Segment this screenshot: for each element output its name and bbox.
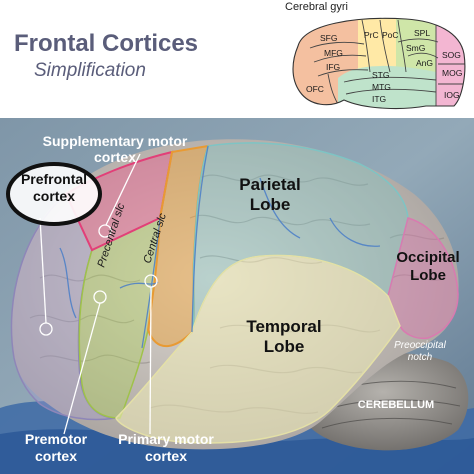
sulcus-lines [59,145,381,349]
premotor-leader [63,302,101,435]
gyrus-label: SPL [414,28,430,38]
gyrus-label: SmG [406,43,425,53]
gyrus-label: IFG [326,62,340,72]
gyrus-label: PrC [364,30,379,40]
gyrus-label: STG [372,70,389,80]
primary-motor-label-line: cortex [145,448,187,464]
supplementary-motor-label-line: cortex [94,149,136,165]
supplementary-motor-label-line: Supplementary motor [43,133,188,149]
gyrus-label: PoC [382,30,399,40]
parietal-gyri-region [396,18,441,74]
occipital-lobe-label-line: Occipital [396,249,459,266]
occipital-region [387,217,459,340]
gyrus-label: OFC [306,84,324,94]
temporal-gyri-region [338,65,436,109]
prefrontal-highlight-ellipse [6,162,102,226]
page-subtitle: Simplification [34,60,146,81]
primary-motor-label-line: Primary motor [118,431,214,447]
gyrus-label: MOG [442,68,462,78]
primary-leader [149,286,152,435]
gyrus-label: SOG [442,50,461,60]
temporal-lobe-label-line: Temporal [246,317,321,336]
supplementary-marker [98,224,112,238]
parietal-lobe-label-line: Parietal [239,175,300,194]
gyri-diagram: SFG MFG IFG PrC PoC SPL SmG AnG OFC STG … [292,17,466,110]
parietal-lobe-label-line: Lobe [250,195,291,214]
page-title: Frontal Cortices [14,30,199,57]
prefrontal-label-line: Prefrontal [21,171,87,187]
prefrontal-label-line: cortex [33,188,75,204]
gyri-diagram-title: Cerebral gyri [285,1,348,13]
supplementary-leader [105,153,141,226]
central-gyri-region [358,18,398,74]
gyrus-label: MTG [372,82,391,92]
gyrus-label: ITG [372,94,386,104]
premotor-label-line: cortex [35,448,77,464]
preoccipital-notch-label-line: notch [408,352,433,363]
temporal-region [115,254,401,444]
gyri-outline [292,17,466,110]
gyrus-label: SFG [320,33,337,43]
gyrus-label: AnG [416,58,433,68]
gyrus-label: IOG [444,90,460,100]
preoccipital-notch-label-line: Preoccipital [394,340,446,351]
temporal-lobe-label-line: Lobe [264,337,305,356]
gyrus-label: MFG [324,48,343,58]
prefrontal-leader [39,217,47,324]
premotor-label-line: Premotor [25,431,88,447]
occipital-lobe-label-line: Lobe [410,267,446,284]
cerebellum-label: CEREBELLUM [358,399,434,411]
